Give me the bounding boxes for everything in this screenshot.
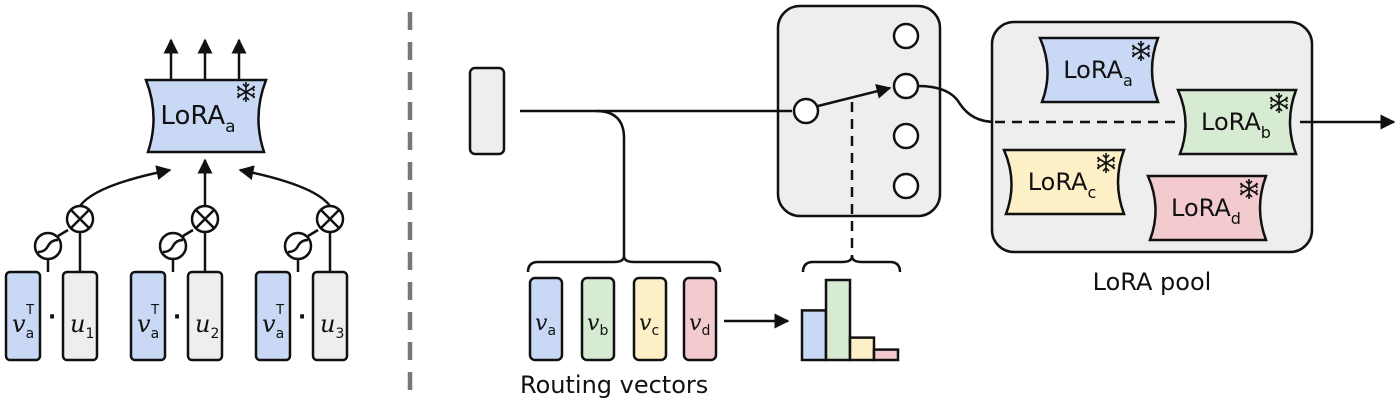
dot-operator: ·: [298, 305, 306, 330]
dot-operator: ·: [48, 305, 56, 330]
v-transpose-label: vaT: [137, 303, 159, 342]
v-transpose-label: vaT: [12, 303, 34, 342]
router-input-node: [792, 97, 820, 125]
u-label: u2: [195, 310, 219, 342]
pool-lora-c: [1002, 148, 1126, 216]
routing-vector-b-label: vb: [587, 311, 608, 339]
pool-lora-b-label: LoRAb: [1201, 108, 1271, 142]
pool-lora-d-label: LoRAd: [1171, 194, 1241, 228]
otimes-icon: [70, 209, 90, 229]
v-transpose-box: [129, 270, 167, 362]
histogram-bar: [800, 309, 828, 362]
v-transpose-box: [4, 270, 42, 362]
router-output-node: [892, 122, 920, 150]
router-output-node: [892, 72, 920, 100]
router-output-node: [892, 172, 920, 200]
input-token: [468, 66, 506, 156]
vector-group-2: vaT · u2: [129, 204, 224, 362]
right-panel: LoRAa LoRAb LoRAc LoRAd LoRA pool va vb …: [468, 4, 1396, 399]
routing-vector-c: [632, 276, 668, 362]
routing-vector-c-label: vc: [639, 311, 659, 339]
pool-lora-a: [1038, 36, 1160, 104]
vector-group-1: vaT · u1: [4, 204, 99, 362]
input-arrow: [78, 165, 172, 207]
u-box: [311, 270, 349, 362]
vector-group-3: vaT · u3: [254, 204, 349, 362]
router-output-node: [892, 22, 920, 50]
dot-operator: ·: [173, 305, 181, 330]
otimes-icon: [195, 209, 215, 229]
routing-vector-d-label: vd: [689, 311, 710, 339]
histogram-brace: [801, 255, 902, 273]
pool-lora-c-label: LoRAc: [1028, 168, 1097, 202]
u-label: u1: [70, 310, 94, 342]
histogram-bar: [848, 336, 876, 362]
u-label: u3: [320, 310, 344, 342]
routing-vector-a-label: va: [535, 311, 556, 339]
u-box: [186, 270, 224, 362]
switch-arrow: [817, 83, 892, 108]
pool-lora-b: [1176, 88, 1298, 156]
branch-line: [595, 109, 626, 256]
pool-lora-d: [1146, 174, 1268, 242]
lora-pool-label: LoRA pool: [1093, 268, 1212, 296]
routing-vector-a: [528, 276, 564, 362]
histogram-bar: [872, 348, 900, 362]
lora-a-block: [144, 78, 268, 154]
routing-histogram: [800, 278, 900, 362]
lora-a-label: LoRAa: [160, 101, 235, 137]
routing-vector-d: [682, 276, 718, 362]
selected-path: [917, 84, 996, 124]
routing-vectors-label: Routing vectors: [520, 371, 708, 399]
histogram-bar: [824, 278, 852, 362]
otimes-icon: [320, 209, 340, 229]
v-transpose-label: vaT: [262, 303, 284, 342]
routing-brace: [526, 255, 722, 273]
routing-vector-b: [580, 276, 616, 362]
u-box: [61, 270, 99, 362]
v-transpose-box: [254, 270, 292, 362]
left-panel: LoRAa vaT · u1: [4, 38, 349, 362]
input-arrow: [238, 165, 332, 207]
pool-lora-a-label: LoRAa: [1063, 56, 1133, 90]
